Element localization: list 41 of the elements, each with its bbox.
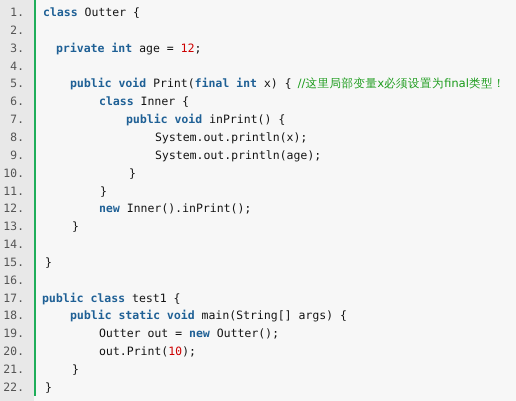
line-number: 22. bbox=[2, 380, 24, 394]
code-line: class Inner { bbox=[99, 94, 190, 108]
line-number: 8. bbox=[9, 130, 24, 144]
line-number: 19. bbox=[2, 326, 24, 340]
line-number: 7. bbox=[9, 112, 24, 126]
line-number: 4. bbox=[9, 58, 24, 73]
code-line: private int age = 12; bbox=[56, 40, 202, 55]
line-number: 15. bbox=[2, 254, 24, 269]
line-number: 20. bbox=[2, 344, 24, 358]
code-line: System.out.println(x); bbox=[155, 130, 308, 144]
line-number: 3. bbox=[9, 40, 24, 55]
line-number: 14. bbox=[2, 237, 24, 252]
code-line: out.Print(10); bbox=[99, 344, 196, 358]
code-line: Outter out = new Outter(); bbox=[99, 326, 280, 340]
line-number: 9. bbox=[9, 148, 24, 162]
code-line: } bbox=[129, 166, 136, 180]
line-number: 21. bbox=[2, 362, 24, 376]
line-number: 10. bbox=[2, 166, 24, 180]
line-number: 1. bbox=[9, 5, 24, 19]
code-comment: //这里局部变量x必须设置为final类型！ bbox=[298, 76, 505, 90]
code-line: public static void main(String[] args) { bbox=[70, 308, 347, 322]
line-number: 6. bbox=[9, 94, 24, 108]
line-number: 5. bbox=[9, 76, 24, 90]
code-line: System.out.println(age); bbox=[155, 148, 322, 162]
code-line: } bbox=[72, 362, 79, 376]
line-number: 12. bbox=[2, 201, 24, 216]
code-line: } bbox=[45, 380, 52, 394]
line-number: 2. bbox=[9, 22, 24, 37]
code-line: class Outter { bbox=[43, 5, 140, 19]
code-line: public void inPrint() { bbox=[126, 112, 286, 126]
line-number: 18. bbox=[2, 308, 24, 322]
line-number: 11. bbox=[2, 184, 24, 198]
code-line: } bbox=[45, 254, 52, 269]
line-number: 17. bbox=[2, 290, 24, 305]
line-number: 13. bbox=[2, 219, 24, 234]
code-line: } bbox=[100, 184, 107, 198]
code-line: public class test1 { bbox=[42, 290, 180, 305]
code-line: } bbox=[72, 219, 79, 234]
code-line: public void Print(final int x) { bbox=[70, 76, 292, 90]
code-line: new Inner().inPrint(); bbox=[99, 201, 252, 216]
line-number: 16. bbox=[2, 272, 24, 287]
